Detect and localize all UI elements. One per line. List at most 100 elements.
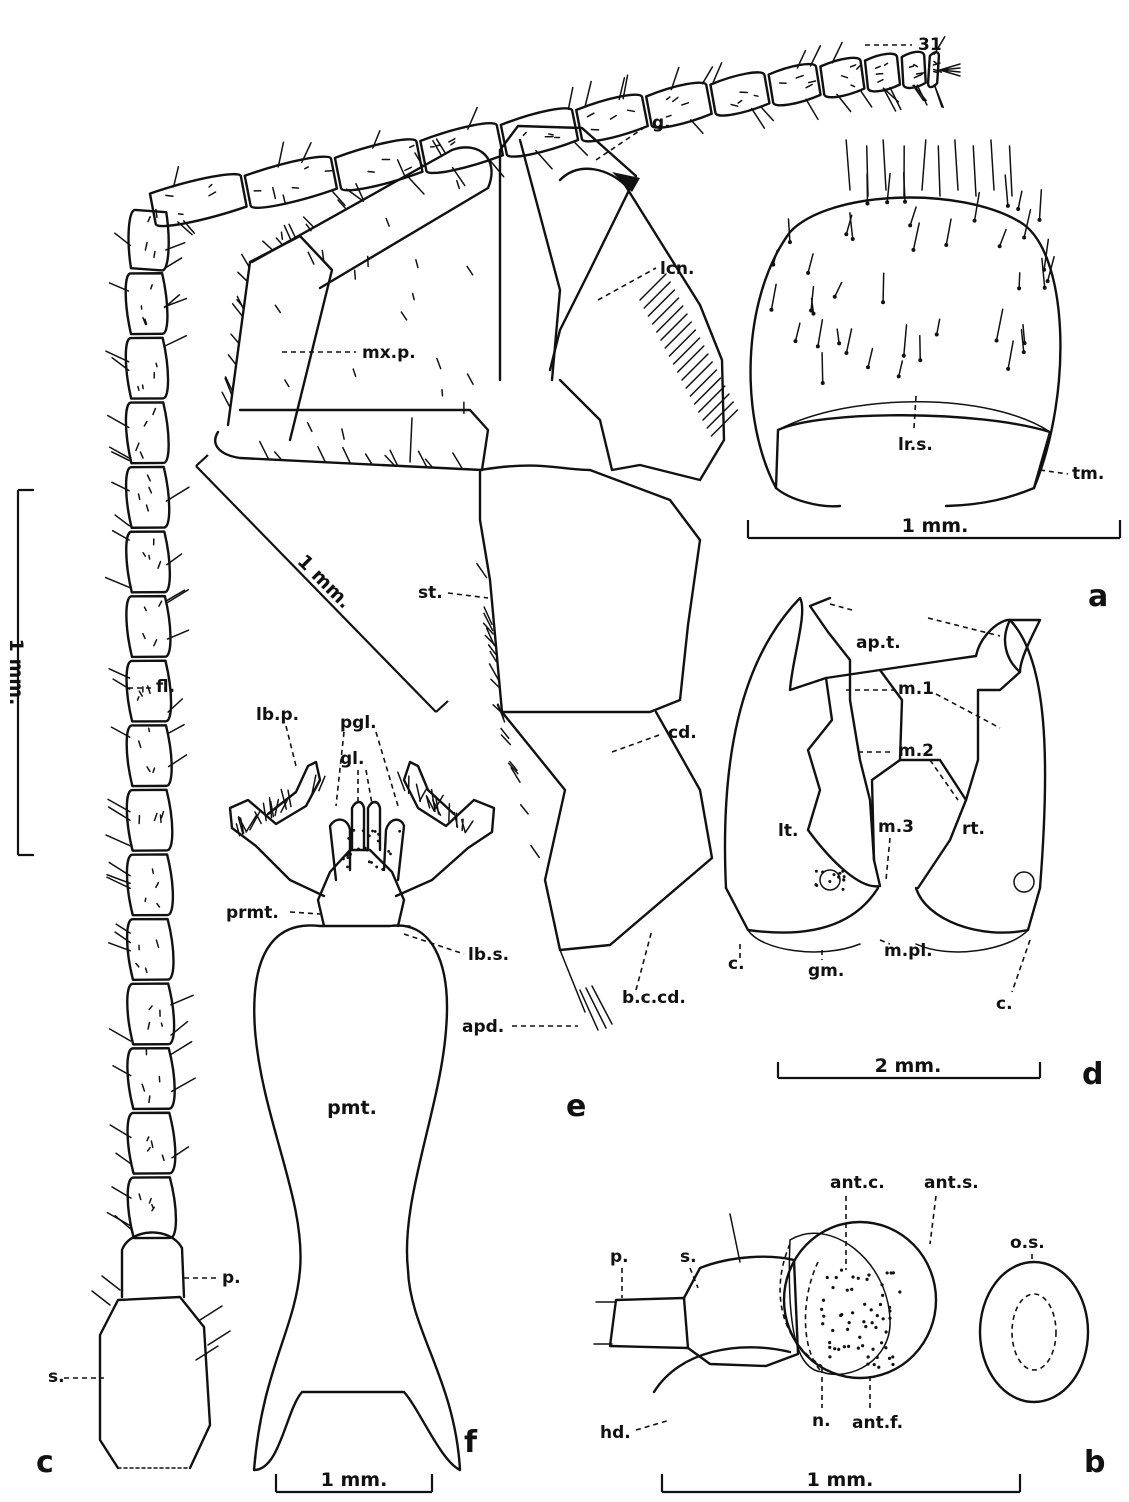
socket-dot — [884, 1330, 887, 1333]
flagellomere-mark — [209, 185, 212, 187]
flagellomere-outline — [768, 62, 821, 107]
maxilla-mark — [386, 219, 389, 227]
paraglossa-dot — [389, 852, 392, 855]
labrum-seta-base — [1006, 204, 1010, 208]
flagellomere — [126, 208, 171, 271]
socket-dot — [877, 1366, 880, 1369]
flagellomere — [126, 596, 170, 657]
flagellomere-mark — [149, 728, 150, 731]
maxilla-seta — [263, 241, 272, 250]
flagellomere-mark — [136, 963, 139, 966]
antenna-seta — [761, 105, 773, 122]
flagellomere — [902, 51, 926, 88]
label-bs: s. — [680, 1247, 697, 1267]
molar-dot — [842, 888, 845, 891]
scale-label-b: 1 mm. — [807, 1469, 874, 1491]
socket-dot — [831, 1329, 834, 1332]
flagellomere-mark — [856, 66, 860, 69]
flagellomere-mark — [806, 85, 813, 88]
socket-dot — [881, 1294, 884, 1297]
label-antc: ant.c. — [830, 1173, 885, 1193]
maxilla-mark — [467, 266, 473, 274]
labial-palp-seta — [465, 821, 473, 832]
flagellomere-outline — [149, 171, 248, 228]
flagellomere-mark — [148, 1148, 151, 1151]
panel-letter-e: e — [566, 1089, 586, 1124]
antenna-seta — [113, 531, 129, 541]
flagellomere-outline — [127, 984, 174, 1045]
socket-dot — [846, 1289, 849, 1292]
flagellomere-mark — [842, 75, 848, 78]
antenna-seta — [861, 90, 872, 108]
labial-palp-seta — [416, 784, 420, 801]
panel-a-labrum: lr.s. tm. 1 mm. a — [748, 140, 1120, 614]
socket-dot — [822, 1299, 825, 1302]
label-tm: tm. — [1072, 464, 1104, 484]
labrum-seta-base — [995, 338, 999, 342]
antenna-seta — [115, 515, 129, 526]
flagellomere-mark — [682, 103, 689, 105]
flagellomere-mark — [910, 66, 914, 67]
panel-letter-f: f — [464, 1425, 478, 1460]
antenna-seta — [165, 336, 186, 346]
label-m3: m.3 — [878, 817, 914, 837]
antenna-seta — [167, 590, 188, 603]
socket-dot — [820, 1308, 823, 1311]
lacinia-tooth — [657, 306, 683, 332]
socket-dot — [848, 1321, 851, 1324]
socket-dot — [871, 1321, 874, 1324]
flagellomere — [244, 154, 338, 210]
labrum-seta — [946, 219, 951, 245]
socket-dot — [882, 1317, 885, 1320]
socket-dot — [851, 1275, 854, 1278]
labial-palp-seta — [420, 788, 427, 801]
paraglossa-dot — [357, 847, 360, 850]
paraglossa-dot — [342, 857, 345, 860]
paraglossa-dot — [377, 840, 380, 843]
molar-dot — [815, 870, 818, 873]
flagellomere — [126, 532, 170, 593]
flagellomere-mark — [796, 76, 803, 78]
label-lcn: lcn. — [660, 259, 694, 279]
label-pgl: pgl. — [340, 713, 377, 733]
flagellomere-mark — [154, 640, 157, 646]
label-g: g. — [652, 113, 671, 133]
flagellomere-mark — [850, 65, 855, 67]
socket-dot — [888, 1317, 891, 1320]
labial-palp-seta — [449, 804, 450, 821]
flagellomere-outline — [127, 725, 172, 786]
labrum-seta-base — [844, 351, 848, 355]
scale-label-f: 1 mm. — [321, 1469, 388, 1491]
flagellomere-mark — [884, 63, 887, 65]
labrum-seta-base — [1037, 218, 1041, 222]
maxilla-mark — [308, 423, 312, 432]
socket-dot — [888, 1357, 891, 1360]
flagellomere-mark — [144, 607, 146, 610]
flagellomere-mark — [587, 113, 594, 117]
flagellomere-mark — [139, 1194, 141, 1200]
flagellomere-mark — [143, 634, 145, 639]
paraglossa-dot — [387, 850, 390, 853]
labrum-seta — [1005, 175, 1008, 206]
flagellomere-mark — [144, 421, 147, 426]
label-os: o.s. — [1010, 1233, 1045, 1253]
labrum-seta — [904, 325, 907, 356]
labrum-marginal-seta — [1010, 146, 1012, 196]
paraglossa-dot — [362, 829, 365, 832]
flagellomere-outline — [820, 57, 865, 99]
flagellomere-mark — [146, 968, 147, 972]
labrum-seta — [808, 254, 813, 273]
scale-bar-b: 1 mm. — [662, 1469, 1020, 1492]
maxilla-seta — [343, 448, 350, 464]
labrum-seta-base — [865, 201, 869, 205]
maxilla-seta — [304, 217, 314, 227]
labrum-marginal-seta — [973, 146, 976, 196]
socket-dot — [831, 1286, 834, 1289]
molar-dot — [843, 875, 846, 878]
antenna-seta — [806, 98, 818, 121]
label-31: 31 — [918, 35, 942, 55]
maxilla-mark — [308, 252, 314, 264]
flagellomere — [865, 53, 901, 92]
panel-letter-c: c — [36, 1445, 54, 1480]
labrum-seta-base — [918, 358, 922, 362]
